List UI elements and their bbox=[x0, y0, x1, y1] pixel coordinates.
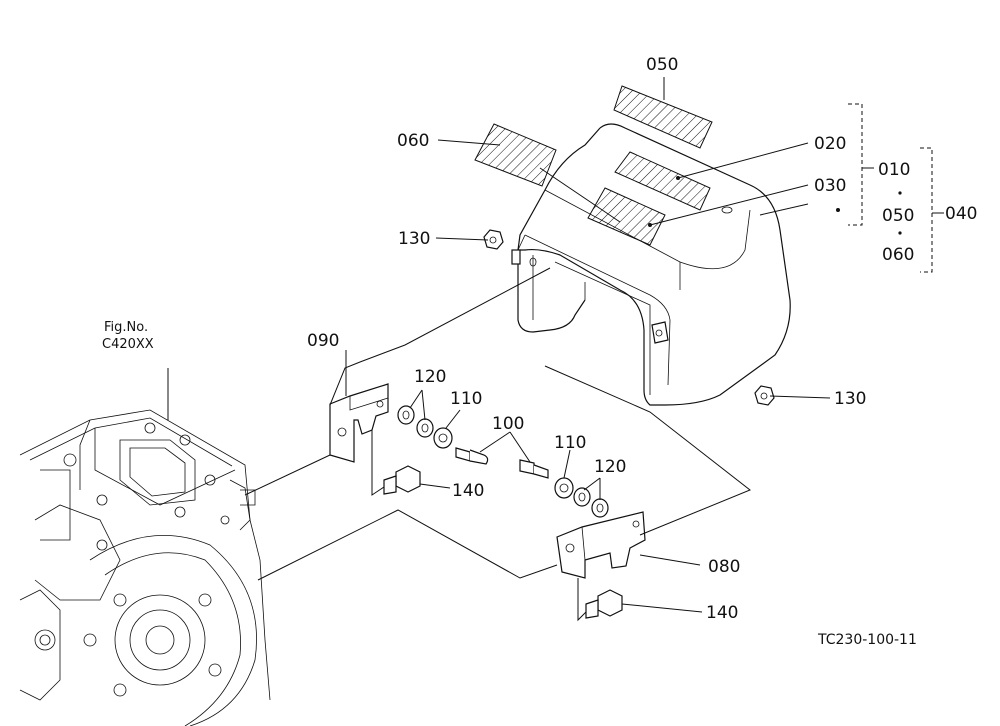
callout-080: 080 bbox=[708, 557, 740, 577]
callout-120-a: 120 bbox=[414, 367, 446, 387]
nut-130-upper bbox=[483, 229, 504, 250]
callout-140-b: 140 bbox=[706, 603, 738, 623]
bolt-100-a bbox=[455, 447, 489, 465]
fig-ref-label: Fig.No. bbox=[104, 320, 148, 335]
drawing-code: TC230-100-11 bbox=[817, 632, 917, 648]
callout-030: 030 bbox=[814, 176, 846, 196]
callout-130-upper: 130 bbox=[398, 229, 430, 249]
callout-130-lower: 130 bbox=[834, 389, 866, 409]
decal-020-on-cover bbox=[614, 151, 711, 211]
fig-ref-code: C420XX bbox=[102, 337, 154, 352]
callout-110-b: 110 bbox=[554, 433, 586, 453]
callout-100: 100 bbox=[492, 414, 524, 434]
callout-050-top: 050 bbox=[646, 55, 678, 75]
bolt-100-b bbox=[519, 459, 549, 479]
callout-090: 090 bbox=[307, 331, 339, 351]
bracket-090 bbox=[329, 383, 389, 463]
callout-060-group: 060 bbox=[882, 245, 914, 265]
assembly-lines bbox=[167, 167, 751, 622]
washer-120-d bbox=[591, 498, 609, 518]
callout-020: 020 bbox=[814, 134, 846, 154]
cover-assembly bbox=[511, 123, 791, 406]
leader-dot-020 bbox=[676, 176, 680, 180]
group-dot-2 bbox=[898, 231, 902, 235]
washer-120-a bbox=[397, 405, 415, 425]
nut-130-lower bbox=[754, 385, 775, 406]
leader-dot-030 bbox=[648, 223, 652, 227]
decal-050 bbox=[613, 85, 713, 149]
callout-060-left: 060 bbox=[397, 131, 429, 151]
decal-030-on-cover bbox=[587, 187, 666, 246]
group-brackets bbox=[848, 103, 944, 273]
washer-120-b bbox=[416, 418, 434, 438]
stud-140-b bbox=[585, 589, 623, 619]
callout-140-a: 140 bbox=[452, 481, 484, 501]
transmission-case bbox=[19, 409, 271, 726]
callout-050-group: 050 bbox=[882, 206, 914, 226]
washer-110-a bbox=[433, 427, 453, 449]
callout-120-b: 120 bbox=[594, 457, 626, 477]
bracket-080 bbox=[556, 511, 646, 579]
callout-010: 010 bbox=[878, 160, 910, 180]
leader-dot-group bbox=[836, 208, 840, 212]
callout-110-a: 110 bbox=[450, 389, 482, 409]
washer-110-b bbox=[554, 477, 574, 499]
leader-lines bbox=[345, 77, 902, 613]
stud-140-a bbox=[383, 465, 421, 495]
washer-120-c bbox=[573, 487, 591, 507]
callout-040: 040 bbox=[945, 204, 977, 224]
decal-060 bbox=[474, 123, 557, 187]
group-dot-1 bbox=[898, 191, 902, 195]
